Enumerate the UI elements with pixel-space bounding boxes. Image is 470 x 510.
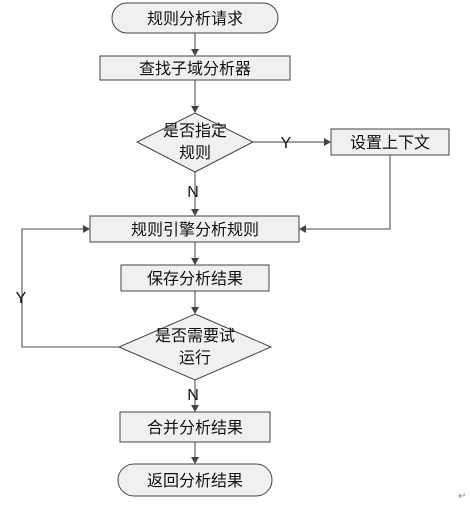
node-merge-result-shape [119,411,271,443]
node-find-analyzer-shape [99,55,291,81]
node-specified-rule-shape [135,112,255,173]
arrowhead [191,209,199,216]
arrowhead [191,405,199,412]
node-save-result-shape [120,264,270,292]
edge-trial-yes-loop [21,228,119,348]
node-set-context-shape [330,128,450,156]
node-specified-rule-label-1: 是否指定 [163,121,227,140]
node-set-context-label: 设置上下文 [350,133,430,152]
arrowhead [299,225,306,233]
arrowhead [83,225,90,233]
node-return-result-label: 返回分析结果 [147,471,243,490]
node-engine-analyze-shape [89,215,300,243]
arrowhead [191,106,199,113]
node-return-result-shape [117,463,273,497]
node-merge-result-label: 合并分析结果 [147,418,243,437]
node-engine-analyze-label: 规则引擎分析规则 [131,220,259,239]
node-save-result-label: 保存分析结果 [147,269,243,288]
edge-context-to-engine [305,155,391,230]
edge-label-trial-yes: Y [16,290,27,307]
arrowhead [191,307,199,314]
arrowhead [191,49,199,56]
edge-label-trial-no: N [187,387,199,404]
node-need-trial-label-2: 运行 [179,348,211,367]
edge-label-specified-no: N [187,184,199,201]
node-request-shape [111,2,279,34]
node-request-label: 规则分析请求 [147,9,243,28]
node-find-analyzer-label: 查找子域分析器 [139,59,251,78]
paragraph-mark: ↵ [458,491,466,502]
arrowhead [191,457,199,464]
node-need-trial-label-1: 是否需要试 [155,326,235,345]
arrowhead [324,138,331,146]
node-need-trial-shape [117,313,273,381]
arrowhead [191,258,199,265]
node-specified-rule-label-2: 规则 [179,143,211,162]
edge-label-specified-yes: Y [281,135,292,152]
